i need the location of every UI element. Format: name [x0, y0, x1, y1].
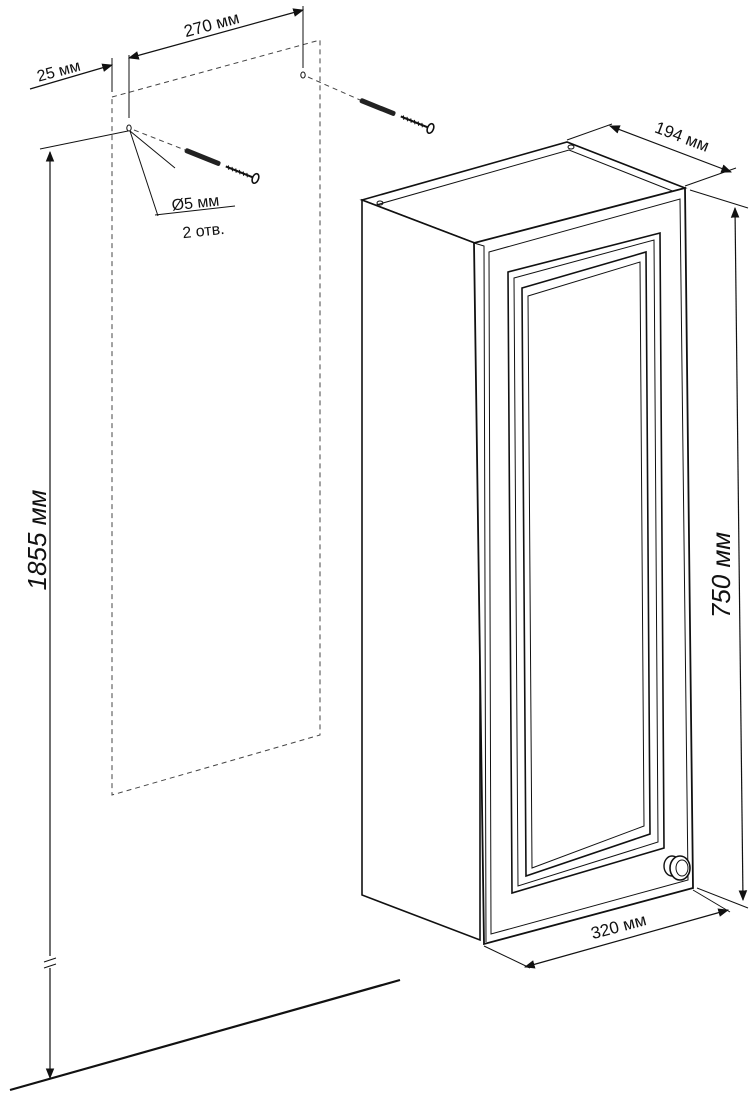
dimension-label-width: 320 мм [589, 910, 648, 943]
dimension-label-mount-height: 1855 мм [22, 489, 52, 590]
hole-callout: Ø5 мм 2 отв. [129, 130, 236, 242]
dimension-label-offset: 25 мм [35, 58, 82, 86]
hole-diameter-label: Ø5 мм [171, 193, 220, 215]
door-knob-icon [663, 855, 691, 881]
screw-path-right [307, 76, 361, 101]
floor-line [9, 978, 401, 1092]
dimension-offset: 25 мм [29, 58, 114, 92]
wall-mount-outline [111, 39, 321, 796]
dimension-height: 750 мм [689, 189, 749, 909]
wall-cabinet [359, 141, 694, 946]
screw-path-left [133, 129, 186, 151]
dimension-label-hole-spacing: 270 мм [182, 8, 241, 41]
dimension-mount-height: 1855 мм [22, 130, 129, 1080]
cabinet-side [361, 198, 481, 942]
dimension-label-height: 750 мм [706, 532, 736, 618]
mounting-hole-right [300, 71, 306, 79]
mounting-hole-left [126, 124, 132, 132]
dimension-hole-spacing: 270 мм [127, 6, 305, 118]
screw-icon [359, 98, 435, 135]
dimension-label-depth: 194 мм [652, 118, 712, 156]
screw-icon [184, 148, 260, 185]
hole-count-label: 2 отв. [182, 221, 226, 242]
